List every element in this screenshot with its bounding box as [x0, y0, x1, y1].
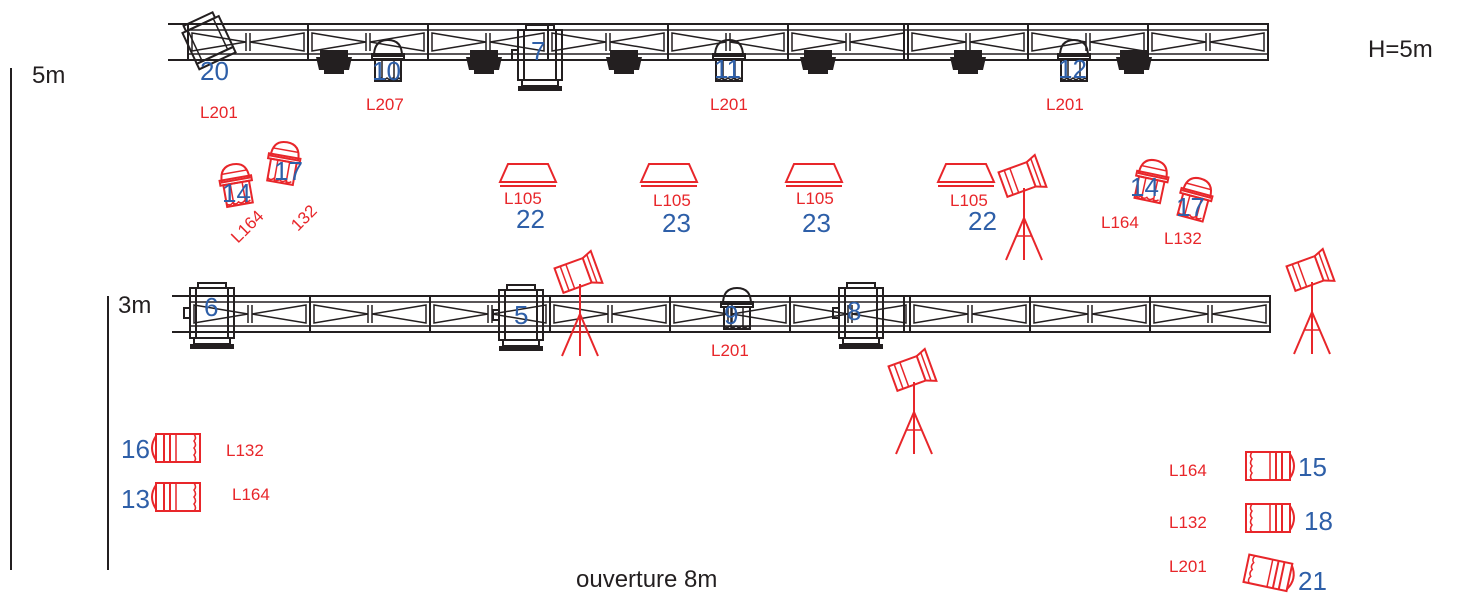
fixture-number: 6 [204, 292, 219, 322]
fixture-number: 20 [200, 56, 229, 86]
fixture-number: 11 [714, 54, 741, 84]
f20-icon [181, 11, 237, 71]
gel-label: L201 [1046, 95, 1084, 114]
lower-truss [172, 295, 1271, 333]
fixture-number: 22 [968, 206, 997, 236]
gel-label: L132 [1164, 229, 1202, 248]
fixture-number: 13 [121, 484, 150, 514]
f23a-icon [640, 163, 698, 187]
f15-icon [1245, 451, 1295, 481]
gel-label: L105 [653, 191, 691, 210]
gel-label: L201 [1169, 557, 1207, 576]
fixture-number: 17 [274, 156, 303, 186]
gel-label: L105 [796, 189, 834, 208]
f23b-icon [785, 163, 843, 187]
fixture-number: 16 [121, 434, 150, 464]
scale-3m-label: 3m [118, 292, 152, 319]
tripod-stand-icon [552, 249, 604, 357]
fixture-number: 21 [1298, 566, 1327, 596]
tripod-stand-icon [1284, 247, 1336, 355]
fixture-number: 7 [531, 36, 546, 66]
f22b-icon [937, 163, 995, 187]
fixture-number: 23 [802, 208, 831, 238]
gel-label: L164 [1169, 461, 1207, 480]
gel-label: L132 [1169, 513, 1207, 532]
f13-icon [151, 482, 201, 512]
opening-label: ouverture 8m [576, 566, 718, 593]
gel-label: L201 [200, 103, 238, 122]
gel-label: L201 [711, 341, 749, 360]
fixture-number: 14 [222, 178, 251, 208]
f18-icon [1245, 503, 1295, 533]
fixture-number: 14 [1130, 172, 1159, 202]
fixture-number: 18 [1304, 506, 1333, 536]
gel-label: L201 [710, 95, 748, 114]
fixture-number: 9 [724, 300, 739, 330]
gel-label: L105 [504, 189, 542, 208]
fixture-number: 17 [1176, 192, 1205, 222]
f21-icon [1242, 553, 1298, 593]
fixture-number: 15 [1298, 452, 1327, 482]
fixture-number: 5 [514, 300, 529, 330]
tripod-stand-icon [996, 153, 1048, 261]
gel-label: L164 [1101, 213, 1139, 232]
height-label: H=5m [1368, 36, 1433, 63]
f16-icon [151, 433, 201, 463]
fixture-number: 8 [847, 296, 862, 326]
gel-label: L164 [232, 485, 270, 504]
scale-5m-label: 5m [32, 62, 66, 89]
fixture-number: 22 [516, 204, 545, 234]
upper-truss [168, 23, 1269, 61]
gel-label: L132 [226, 441, 264, 460]
fixture-number: 23 [662, 208, 691, 238]
gel-label: L105 [950, 191, 988, 210]
fixture-number: 10 [372, 56, 401, 86]
gel-label: L207 [366, 95, 404, 114]
tripod-stand-icon [886, 347, 938, 455]
f22a-icon [499, 163, 557, 187]
fixture-number: 12 [1058, 54, 1087, 84]
